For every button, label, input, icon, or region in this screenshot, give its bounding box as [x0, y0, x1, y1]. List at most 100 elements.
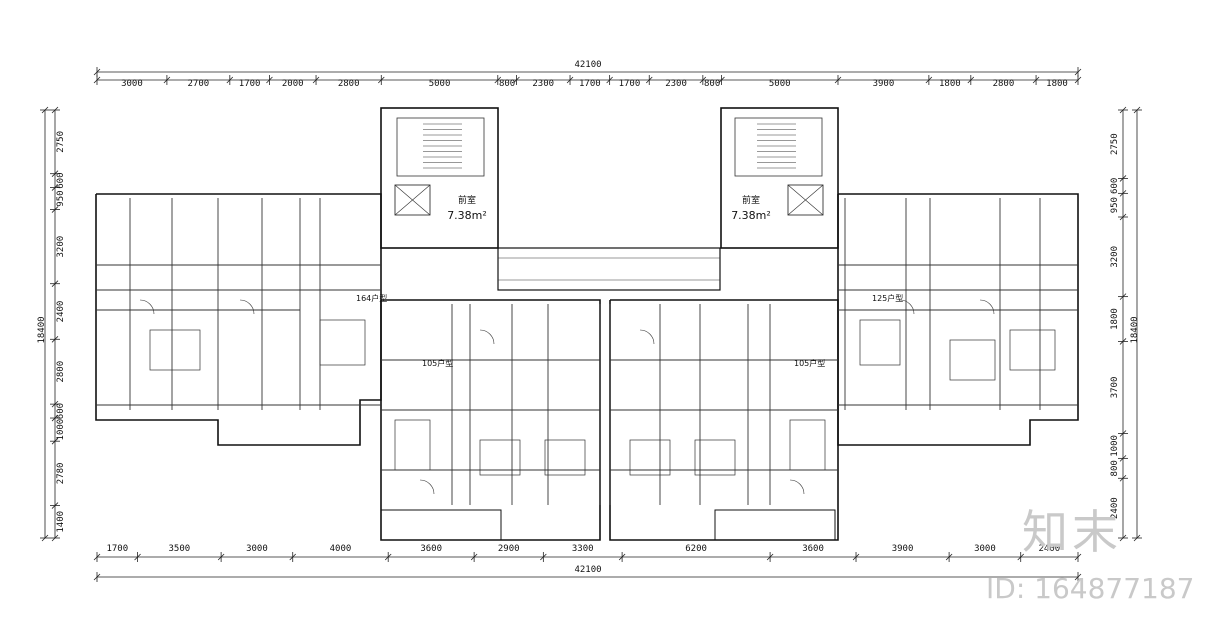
dim-slash [312, 76, 320, 84]
dim-slash [1133, 534, 1141, 542]
dim-label: 2000 [282, 79, 304, 89]
dim-slash [618, 553, 626, 561]
core-left [380, 107, 499, 249]
bed-furniture [859, 319, 901, 366]
bed-furniture [1009, 329, 1056, 371]
dim-slash [766, 553, 774, 561]
interior-details [96, 117, 1078, 505]
dim-slash [266, 76, 273, 84]
dim-label: 3000 [974, 544, 996, 554]
dim-slash [470, 553, 478, 561]
watermark-id: ID: 164877187 [986, 572, 1195, 605]
dim-slash [217, 553, 225, 561]
dim-slash [93, 573, 101, 581]
lobby-right-label: 前室 [742, 194, 760, 206]
dim-label: 2780 [56, 463, 66, 485]
bed-furniture [629, 439, 671, 476]
center-left-outline [380, 299, 601, 541]
dim-slash [1074, 68, 1082, 76]
balcony-cr [714, 509, 836, 541]
dim-label: 3200 [1110, 246, 1120, 268]
dim-slash [1119, 213, 1127, 221]
dim-label: 3000 [246, 544, 268, 554]
unit-164-label: 164户型 [356, 293, 387, 303]
dim-slash [1119, 534, 1127, 542]
dim-slash [51, 184, 59, 191]
dim-slash [1074, 553, 1082, 561]
dim-label: 1000 [56, 419, 66, 441]
door-swing [639, 329, 655, 345]
dim-label: 1800 [939, 79, 961, 89]
dim-label: 2400 [1039, 544, 1061, 554]
dim-slash [1074, 76, 1082, 84]
dim-slash [1119, 455, 1127, 462]
dim-label: 3900 [892, 544, 914, 554]
bed-furniture [694, 439, 736, 476]
dim-label: 800 [499, 79, 515, 89]
dim-label: 6200 [685, 544, 707, 554]
top-total-dim: 42100 [574, 60, 601, 70]
dim-label: 3300 [572, 544, 594, 554]
dim-label: 2750 [1110, 133, 1120, 155]
unit-105a-label: 105户型 [422, 358, 453, 368]
dim-label: 5000 [429, 79, 451, 89]
dim-slash [513, 76, 520, 84]
dim-label: 2800 [993, 79, 1015, 89]
walls [95, 107, 1079, 541]
dim-slash [51, 414, 59, 422]
dim-label: 600 [1110, 178, 1120, 194]
dim-label: 1000 [1110, 435, 1120, 457]
dim-label: 950 [56, 190, 66, 206]
dim-slash [226, 76, 234, 84]
dim-slash [1032, 76, 1040, 84]
bed-furniture [394, 419, 431, 471]
door-swing [239, 299, 255, 315]
dim-slash [1119, 474, 1127, 482]
dim-slash [163, 76, 171, 84]
dim-slash [51, 400, 59, 408]
dim-slash [852, 553, 860, 561]
dim-slash [93, 553, 101, 561]
dim-label: 2300 [532, 79, 554, 89]
elevator-left [394, 184, 431, 216]
dim-slash [377, 76, 385, 84]
bed-furniture [149, 329, 201, 371]
dim-label: 800 [704, 79, 720, 89]
dim-slash [494, 76, 502, 84]
dim-label: 950 [1110, 197, 1120, 213]
right-total-dim: 18400 [1130, 316, 1140, 343]
dim-slash [1017, 553, 1024, 561]
dim-label: 1800 [1110, 308, 1120, 330]
dim-slash [967, 76, 975, 84]
dim-slash [925, 76, 933, 84]
bed-furniture [789, 419, 826, 471]
dim-label: 5000 [769, 79, 791, 89]
dim-slash [1119, 190, 1127, 197]
door-swing [419, 479, 435, 495]
door-swing [789, 479, 805, 495]
lobby-left-area: 7.38m² [447, 209, 487, 222]
elevator-right [787, 184, 824, 216]
dim-label: 3500 [169, 544, 191, 554]
dim-slash [51, 170, 59, 177]
dim-label: 2300 [665, 79, 687, 89]
dim-slash [718, 76, 725, 84]
dim-label: 1800 [1046, 79, 1068, 89]
dim-slash [51, 280, 59, 287]
bed-furniture [949, 339, 996, 381]
door-swing [979, 299, 995, 315]
dim-label: 1700 [106, 544, 128, 554]
dim-slash [1119, 430, 1127, 437]
lobby-right-area: 7.38m² [731, 209, 771, 222]
dim-slash [699, 76, 707, 84]
dim-slash [384, 553, 392, 561]
dim-label: 2800 [56, 361, 66, 383]
dim-slash [51, 336, 59, 343]
dim-label: 4000 [330, 544, 352, 554]
dim-label: 3000 [121, 79, 143, 89]
left-total-dim: 18400 [37, 316, 47, 343]
dim-slash [1133, 106, 1141, 114]
dim-label: 2700 [188, 79, 210, 89]
elevator-x [787, 184, 824, 216]
